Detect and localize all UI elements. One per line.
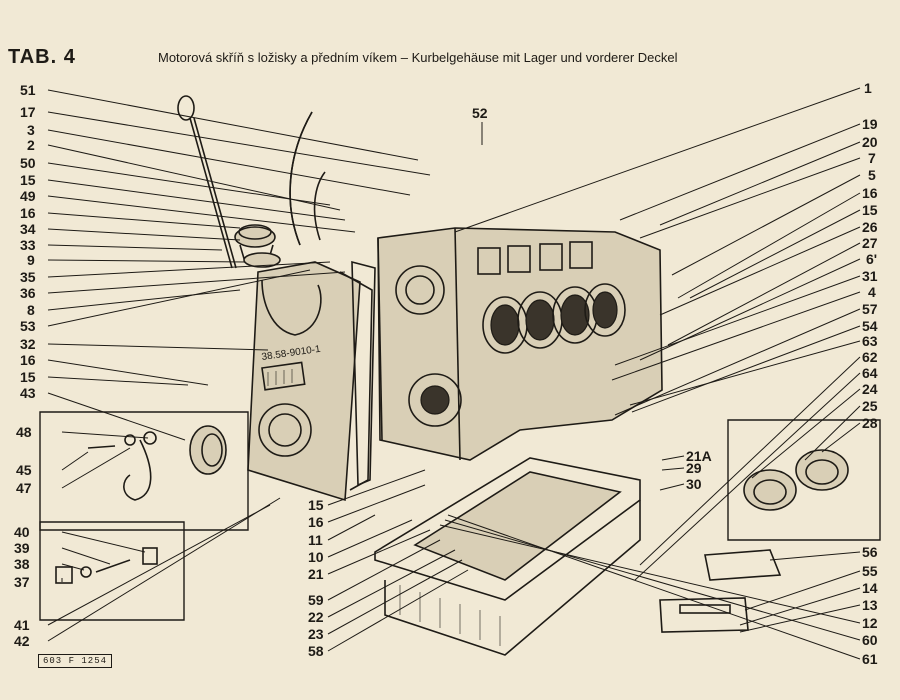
callout-number: 6' (866, 251, 877, 267)
callout-number: 64 (862, 365, 878, 381)
callout-number: 60 (862, 632, 878, 648)
callout-number: 17 (20, 104, 36, 120)
callout-number: 62 (862, 349, 878, 365)
callout-number: 56 (862, 544, 878, 560)
callout-number: 8 (27, 302, 35, 318)
callout-number: 48 (16, 424, 32, 440)
callout-number: 28 (862, 415, 878, 431)
callout-number: 31 (862, 268, 878, 284)
leader-lines-right (439, 87, 861, 660)
oil-pan (374, 457, 641, 656)
callout-number: 27 (862, 235, 878, 251)
callout-number: 51 (20, 82, 36, 98)
callout-number: 14 (862, 580, 878, 596)
detail-box-bearings (727, 419, 881, 541)
callout-number: 2 (27, 137, 35, 153)
strainer-hook (87, 431, 157, 501)
crankshaft-seal (189, 425, 227, 475)
callout-number: 58 (308, 643, 324, 659)
callout-number: 15 (20, 369, 36, 385)
leader-lines-left (47, 89, 431, 642)
callout-number: 55 (862, 563, 878, 579)
callout-number: 40 (14, 524, 30, 540)
callout-number: 61 (862, 651, 878, 667)
callout-number: 47 (16, 480, 32, 496)
callout-number: 26 (862, 219, 878, 235)
callout-number: 10 (308, 549, 324, 565)
callout-number: 32 (20, 336, 36, 352)
detail-box-strainer (39, 411, 249, 531)
callout-number: 41 (14, 617, 30, 633)
callout-number: 25 (862, 398, 878, 414)
callout-number: 21A (686, 448, 712, 464)
relief-valve-parts (55, 547, 158, 584)
timing-cover: 38.58-9010-1 (247, 261, 373, 502)
detail-box-relief-valve (39, 521, 185, 621)
callout-number: 15 (308, 497, 324, 513)
callout-number: 1 (864, 80, 872, 96)
dipstick (177, 95, 237, 269)
crankcase-block (377, 227, 663, 461)
oil-filler-cap (234, 224, 281, 268)
callout-number: 16 (308, 514, 324, 530)
breather-tube (289, 111, 326, 246)
callout-number: 24 (862, 381, 878, 397)
callout-number: 49 (20, 188, 36, 204)
callout-number: 9 (27, 252, 35, 268)
front-gasket (351, 260, 376, 487)
bearing-shells (743, 449, 849, 511)
callout-number: 11 (308, 532, 323, 548)
plate-caption: Motorová skříň s ložisky a předním víkem… (158, 50, 678, 65)
callout-number: 54 (862, 318, 878, 334)
callout-number: 30 (686, 476, 702, 492)
cover-plates (659, 549, 782, 633)
callout-number: 22 (308, 609, 324, 625)
callout-number: 33 (20, 237, 36, 253)
callout-number: 23 (308, 626, 324, 642)
callout-number: 52 (472, 105, 488, 121)
callout-number: 45 (16, 462, 32, 478)
callout-numbers-center: 52 15 16 11 10 21 59 22 23 58 21A 29 30 (308, 105, 712, 659)
callout-number: 34 (20, 221, 36, 237)
callout-number: 16 (20, 205, 36, 221)
callout-number: 57 (862, 301, 878, 317)
callout-number: 43 (20, 385, 36, 401)
callout-number: 5 (868, 167, 876, 183)
callout-number: 59 (308, 592, 324, 608)
callout-number: 15 (20, 172, 36, 188)
callout-number: 20 (862, 134, 878, 150)
callout-number: 16 (862, 185, 878, 201)
callout-number: 21 (308, 566, 324, 582)
callout-number: 15 (862, 202, 878, 218)
callout-number: 12 (862, 615, 878, 631)
callout-number: 53 (20, 318, 36, 334)
callout-number: 42 (14, 633, 30, 649)
callout-numbers-right: 1 19 20 7 5 16 15 26 27 6' 31 4 57 54 63… (862, 80, 878, 667)
callout-number: 3 (27, 122, 35, 138)
tab-label: TAB. 4 (8, 46, 76, 68)
callout-number: 35 (20, 269, 36, 285)
callout-number: 7 (868, 150, 876, 166)
callout-number: 39 (14, 540, 30, 556)
callout-number: 37 (14, 574, 30, 590)
callout-number: 13 (862, 597, 878, 613)
callout-number: 4 (868, 284, 876, 300)
callout-number: 38 (14, 556, 30, 572)
callout-number: 36 (20, 285, 36, 301)
callout-number: 63 (862, 333, 878, 349)
callout-number: 50 (20, 155, 36, 171)
leader-lines-center (327, 122, 685, 652)
callout-number: 19 (862, 116, 878, 132)
callout-number: 29 (686, 460, 702, 476)
plate-code: 603 F 1254 (38, 654, 113, 668)
callout-number: 16 (20, 352, 36, 368)
callout-numbers-left: 51 17 3 2 50 15 49 16 34 33 9 35 36 8 53… (14, 82, 36, 649)
